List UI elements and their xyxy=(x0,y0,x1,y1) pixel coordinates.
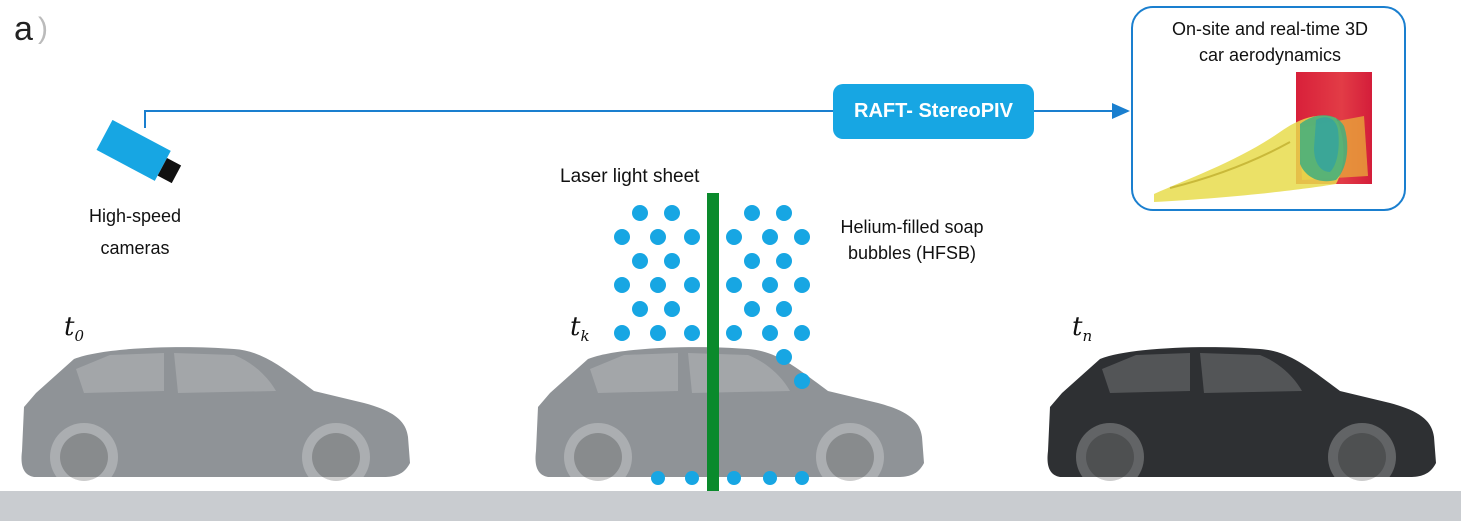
car-t0 xyxy=(21,347,410,491)
laser-label: Laser light sheet xyxy=(560,166,700,187)
ground xyxy=(0,491,1461,521)
raft-stereopiv-box: RAFT- StereoPIV xyxy=(833,84,1034,139)
time-label-tk: tk xyxy=(570,312,590,346)
camera-to-raft-line xyxy=(144,110,833,128)
camera-icon xyxy=(96,120,182,184)
hfsb-label-line1: Helium-filled soap xyxy=(840,217,984,237)
camera-label: High-speed cameras xyxy=(60,200,210,264)
panel-label: a xyxy=(14,10,33,48)
panel-paren: ) xyxy=(38,12,48,45)
hfsb-label: Helium-filled soap bubbles (HFSB) xyxy=(812,214,1012,266)
laser-sheet xyxy=(707,193,719,491)
flow-visualization-image xyxy=(1154,72,1372,202)
time-label-tn: tn xyxy=(1072,312,1093,346)
raft-stereopiv-label: RAFT- StereoPIV xyxy=(854,100,1013,122)
time-label-t0: t0 xyxy=(64,312,84,346)
hfsb-label-line2: bubbles (HFSB) xyxy=(847,243,977,263)
car-tn xyxy=(1047,347,1436,491)
result-title: On-site and real-time 3D car aerodynamic… xyxy=(1140,16,1400,68)
camera-label-line1: High-speed xyxy=(88,206,182,226)
bubbles-group xyxy=(614,205,810,485)
result-title-line2: car aerodynamics xyxy=(1198,45,1342,65)
result-title-line1: On-site and real-time 3D xyxy=(1171,19,1369,39)
camera-label-line2: cameras xyxy=(100,238,170,258)
